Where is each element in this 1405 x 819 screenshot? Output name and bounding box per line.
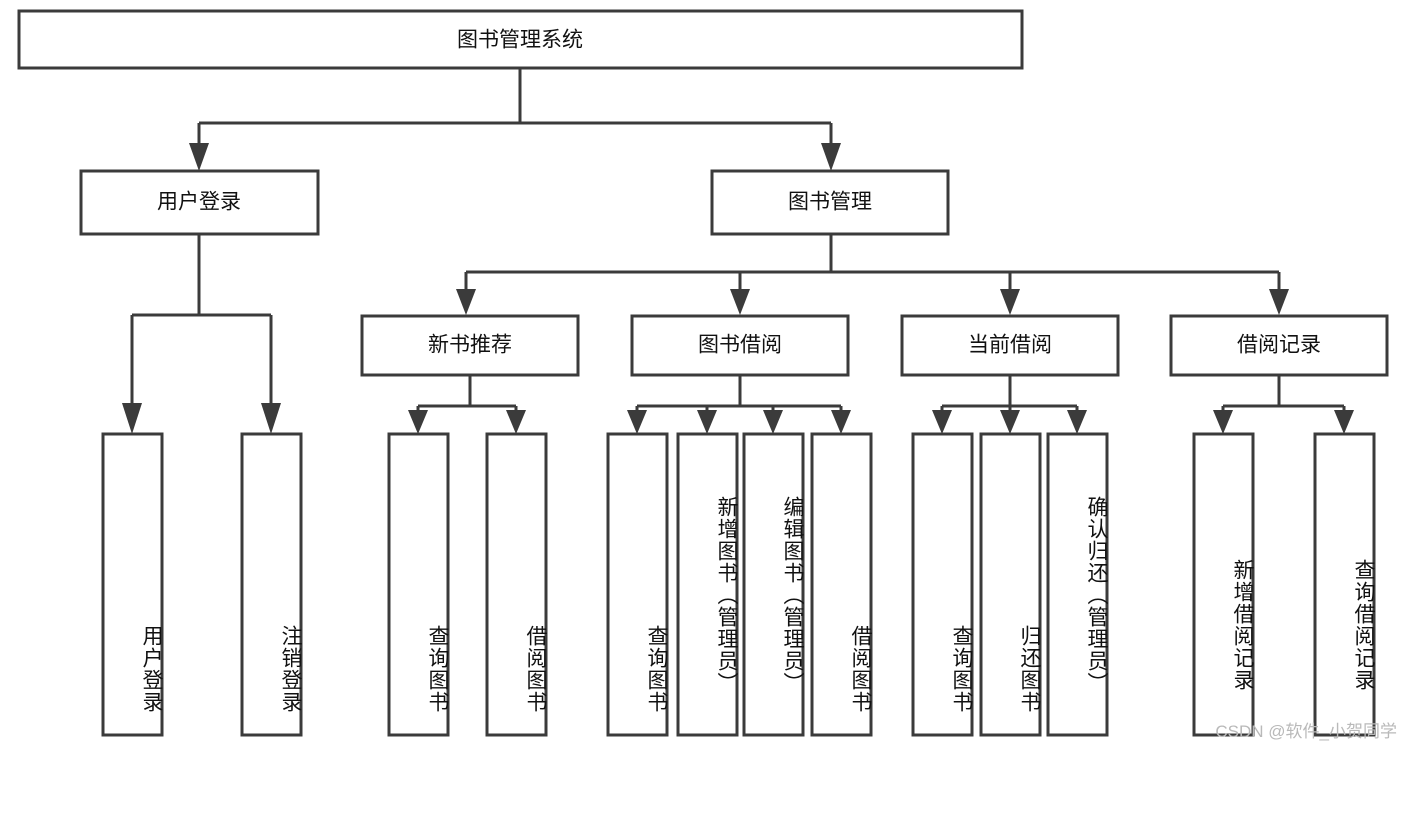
node-label-root: 图书管理系统 [457, 29, 583, 52]
node-label-borrow-record: 借阅记录 [1237, 334, 1321, 357]
connector-bookborrow-to-leaves [627, 375, 851, 434]
hierarchy-svg: 图书管理系统 用户登录 图书管理 新书推荐 图书借阅 当前借阅 借阅记录 [17, 9, 1389, 737]
node-label-book-management: 图书管理 [788, 191, 872, 214]
connector-borrowrecord-to-leaves [1213, 375, 1354, 434]
leaf-box-borrow-record-1[interactable] [1313, 432, 1376, 737]
node-book-borrow[interactable]: 图书借阅 [630, 314, 850, 377]
leaf-box-book-borrow-1[interactable] [676, 432, 739, 737]
node-label-new-book-recommend: 新书推荐 [428, 334, 512, 357]
node-borrow-record[interactable]: 借阅记录 [1169, 314, 1389, 377]
leaf-rects-current-borrow [911, 432, 1109, 737]
connector-newbook-to-leaves [408, 375, 526, 434]
connector-userlogin-to-leaves [122, 234, 281, 434]
node-user-login[interactable]: 用户登录 [79, 169, 320, 236]
leaf-box-book-borrow-3[interactable] [810, 432, 873, 737]
leaf-box-new-book-0[interactable] [387, 432, 450, 737]
leaf-rects-book-borrow [606, 432, 873, 737]
node-root-system[interactable]: 图书管理系统 [17, 9, 1024, 70]
leaf-box-current-borrow-0[interactable] [911, 432, 974, 737]
leaf-box-book-borrow-2[interactable] [742, 432, 805, 737]
leaf-rects-borrow-record [1192, 432, 1376, 737]
connector-currentborrow-to-leaves [932, 375, 1087, 434]
leaf-rects-new-book-recommend [387, 432, 548, 737]
leaf-box-current-borrow-2[interactable] [1046, 432, 1109, 737]
connector-bookmgmt-to-level3 [456, 234, 1289, 315]
leaf-rects-user-login [101, 432, 303, 737]
connector-root-to-level2 [189, 68, 841, 171]
node-label-current-borrow: 当前借阅 [968, 334, 1052, 357]
diagram-canvas: 图书管理系统 用户登录 图书管理 新书推荐 图书借阅 当前借阅 借阅记录 [17, 9, 1397, 741]
leaf-box-user-login-0[interactable] [101, 432, 164, 737]
leaf-box-current-borrow-1[interactable] [979, 432, 1042, 737]
leaf-box-user-login-1[interactable] [240, 432, 303, 737]
node-current-borrow[interactable]: 当前借阅 [900, 314, 1120, 377]
node-book-management[interactable]: 图书管理 [710, 169, 950, 236]
node-new-book-recommend[interactable]: 新书推荐 [360, 314, 580, 377]
node-label-user-login: 用户登录 [157, 191, 241, 214]
leaf-box-borrow-record-0[interactable] [1192, 432, 1255, 737]
leaf-box-book-borrow-0[interactable] [606, 432, 669, 737]
leaf-box-new-book-1[interactable] [485, 432, 548, 737]
node-label-book-borrow: 图书借阅 [698, 334, 782, 357]
